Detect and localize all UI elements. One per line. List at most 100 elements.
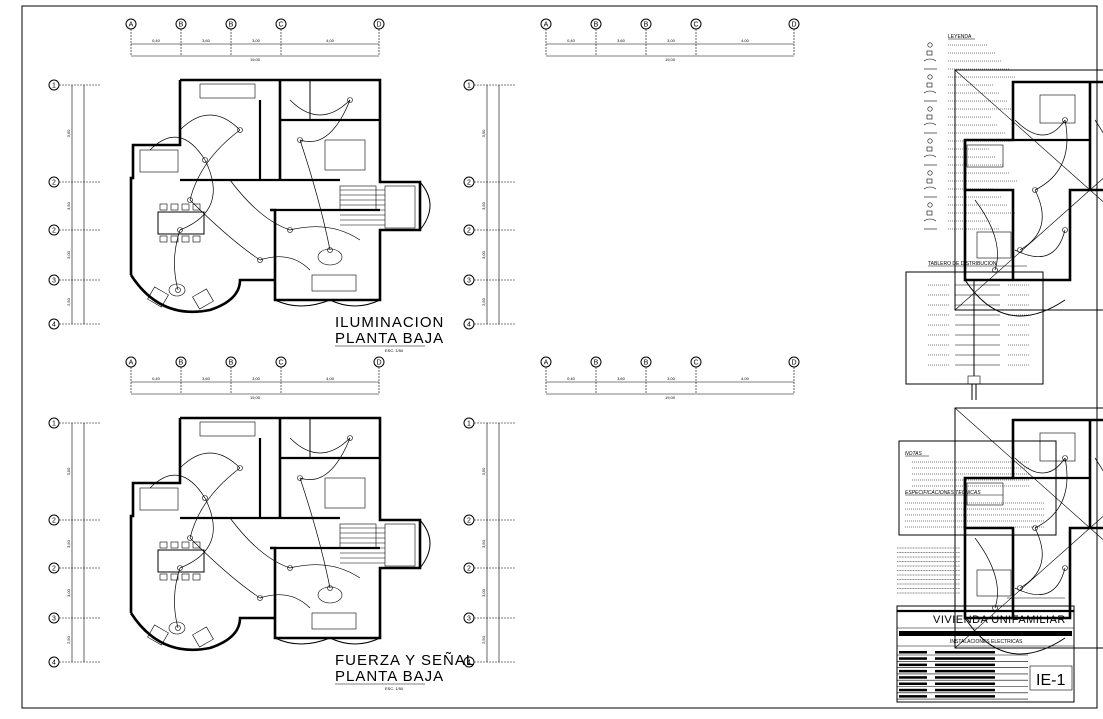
legend-item <box>926 114 991 120</box>
dimension-label: 3,50 <box>66 467 71 476</box>
svg-text:3: 3 <box>52 616 56 623</box>
plan-scale: ESC. 1/50 <box>385 686 404 691</box>
electrical-wiring <box>974 117 1103 273</box>
legend-item <box>927 106 1014 112</box>
grid-column-bubble: B <box>225 356 237 368</box>
project-title: VIVIENDA UNIFAMILIAR <box>933 614 1066 626</box>
dimension-label: 3,50 <box>66 539 71 548</box>
svg-text:D: D <box>791 360 796 367</box>
dimension-label: 4,00 <box>326 376 335 381</box>
plan-title-line1: ILUMINACION <box>335 314 444 331</box>
svg-text:A: A <box>129 360 134 367</box>
grid-column-bubble: A <box>125 18 137 30</box>
legend-item <box>926 178 1017 184</box>
svg-text:2: 2 <box>467 180 471 187</box>
svg-text:C: C <box>693 22 698 29</box>
electrical-wiring <box>149 435 361 631</box>
svg-text:2: 2 <box>467 228 471 235</box>
dimension-label: 2,50 <box>481 635 486 644</box>
legend-item <box>927 74 1016 80</box>
floor-plan <box>129 416 431 652</box>
dimension-label: 3,50 <box>66 129 71 138</box>
grid-row-bubble: 2 <box>463 224 475 236</box>
dimension-label: 2,50 <box>66 635 71 644</box>
light-fixture-icon <box>257 595 263 601</box>
grid-column-bubble: B <box>175 356 187 368</box>
grid-row-bubble: 1 <box>48 79 60 91</box>
svg-text:D: D <box>376 360 381 367</box>
grid-row-bubble: 2 <box>48 176 60 188</box>
grid-column-bubble: C <box>275 356 287 368</box>
svg-text:C: C <box>278 360 283 367</box>
dimension-label: 3,50 <box>481 539 486 548</box>
grid-column-bubble: D <box>373 18 385 30</box>
svg-text:4: 4 <box>52 322 56 329</box>
svg-text:B: B <box>229 22 234 29</box>
general-notes <box>897 547 960 594</box>
dimension-total: 19,00 <box>665 395 676 400</box>
notes-panel: NOTAS ESPECIFICACIONES TECNICAS <box>898 440 1057 536</box>
light-fixture-icon <box>202 495 208 501</box>
dimension-label: 0,40 <box>152 38 161 43</box>
svg-text:1: 1 <box>52 421 56 428</box>
legend-item <box>927 138 1012 144</box>
legend-item <box>923 122 998 126</box>
svg-text:4: 4 <box>52 660 56 667</box>
legend-item <box>926 146 989 152</box>
dimension-label: 2,50 <box>66 297 71 306</box>
project-subtitle: INSTALACIONES ELECTRICAS <box>950 639 1023 645</box>
plan-scale: ESC. 1/50 <box>385 348 404 353</box>
light-fixture-icon <box>187 197 193 203</box>
svg-text:2: 2 <box>467 566 471 573</box>
svg-text:4: 4 <box>467 660 471 667</box>
light-fixture-icon <box>347 435 353 441</box>
plan-title-line2: PLANTA BAJA <box>335 330 444 347</box>
svg-text:A: A <box>544 360 549 367</box>
circuit-board-title: TABLERO DE DISTRIBUCION <box>928 261 997 267</box>
dimension-label: 3,00 <box>66 250 71 259</box>
dimension-label: 3,50 <box>481 129 486 138</box>
grid-column-bubble: B <box>175 18 187 30</box>
light-fixture-icon <box>1017 247 1023 253</box>
legend-item <box>927 202 1008 208</box>
legend-item <box>926 82 993 88</box>
light-fixture-icon <box>347 97 353 103</box>
light-fixture-icon <box>1062 227 1068 233</box>
svg-text:A: A <box>544 22 549 29</box>
svg-text:C: C <box>693 360 698 367</box>
grid-row-bubble: 2 <box>48 562 60 574</box>
dimension-label: 3,00 <box>667 376 676 381</box>
light-fixture-icon <box>202 157 208 163</box>
specs-title: ESPECIFICACIONES TECNICAS <box>905 490 981 496</box>
dimension-label: 2,50 <box>481 297 486 306</box>
dimension-label: 3,00 <box>252 38 261 43</box>
svg-text:2: 2 <box>467 518 471 525</box>
svg-text:1: 1 <box>52 83 56 90</box>
grid-column-bubble: A <box>540 356 552 368</box>
legend-item <box>923 218 992 222</box>
dimension-label: 3,00 <box>481 588 486 597</box>
dimension-label: 3,50 <box>481 201 486 210</box>
svg-text:1: 1 <box>467 83 471 90</box>
dimension-label: 3,00 <box>481 250 486 259</box>
light-fixture-icon <box>1032 187 1038 193</box>
light-fixture-icon <box>175 287 181 293</box>
floor-plan <box>129 78 431 314</box>
grid-column-bubble: B <box>590 356 602 368</box>
dimension-label: 4,00 <box>741 376 750 381</box>
svg-text:B: B <box>179 22 184 29</box>
dimension-label: 3,60 <box>617 376 626 381</box>
grid-row-bubble: 4 <box>463 318 475 330</box>
light-fixture-icon <box>327 585 333 591</box>
dimension-label: 4,00 <box>326 38 335 43</box>
light-fixture-icon <box>327 247 333 253</box>
dimension-total: 19,00 <box>250 395 261 400</box>
legend-title: LEYENDA <box>948 34 972 40</box>
light-fixture-icon <box>1062 455 1068 461</box>
light-fixture-icon <box>175 625 181 631</box>
legend-item <box>923 186 994 190</box>
dimension-label: 0,40 <box>152 376 161 381</box>
svg-text:2: 2 <box>52 228 56 235</box>
